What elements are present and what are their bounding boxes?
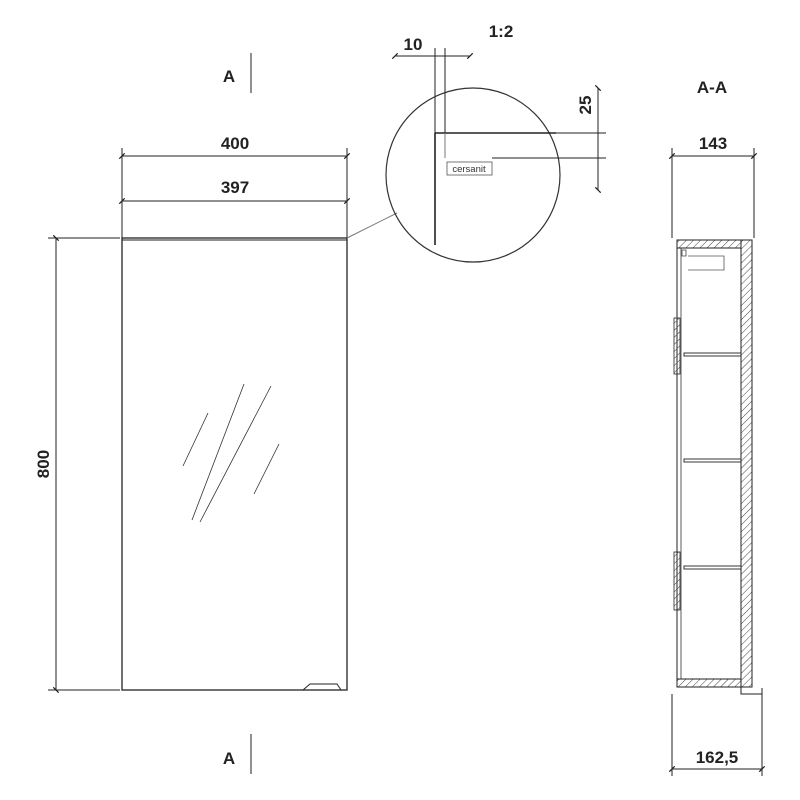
dimension-height: 800 [34, 450, 53, 478]
section-view: A-A 143 162,5 [668, 78, 766, 776]
section-view-title: A-A [697, 78, 727, 97]
dimension-inner-width: 397 [221, 178, 249, 197]
section-back-panel [740, 239, 753, 688]
section-hinge-top [673, 317, 681, 375]
detail-view: cersanit 10 1:2 25 [385, 22, 606, 263]
mounting-bracket [688, 255, 725, 271]
section-foot [740, 687, 763, 695]
shelf [683, 352, 742, 357]
section-hinge-bottom [673, 551, 681, 611]
section-bottom-panel [676, 678, 742, 688]
dimension-depth-top: 143 [699, 134, 727, 153]
brand-label-text: cersanit [452, 164, 486, 175]
section-marker-top: A [223, 53, 252, 93]
section-label-top: A [223, 67, 235, 86]
dimension-detail-offset: 10 [404, 35, 423, 54]
dimension-outer-width: 400 [221, 134, 249, 153]
front-view: 400 397 800 [34, 134, 398, 694]
detail-leader-line [346, 212, 398, 239]
cabinet-door-outline [121, 237, 348, 691]
section-marker-bottom: A [223, 734, 252, 774]
dimension-detail-height: 25 [576, 96, 595, 115]
section-top-panel [676, 239, 742, 249]
shelf [683, 458, 742, 463]
dimension-depth-bottom: 162,5 [696, 748, 739, 767]
shelf [683, 565, 742, 570]
detail-scale-label: 1:2 [489, 22, 514, 41]
detail-circle [385, 87, 561, 263]
section-shelves [683, 352, 742, 570]
brand-label-box [446, 161, 493, 176]
mirror-reflection-icon [182, 383, 280, 523]
door-handle [302, 683, 342, 691]
section-label-bottom: A [223, 749, 235, 768]
